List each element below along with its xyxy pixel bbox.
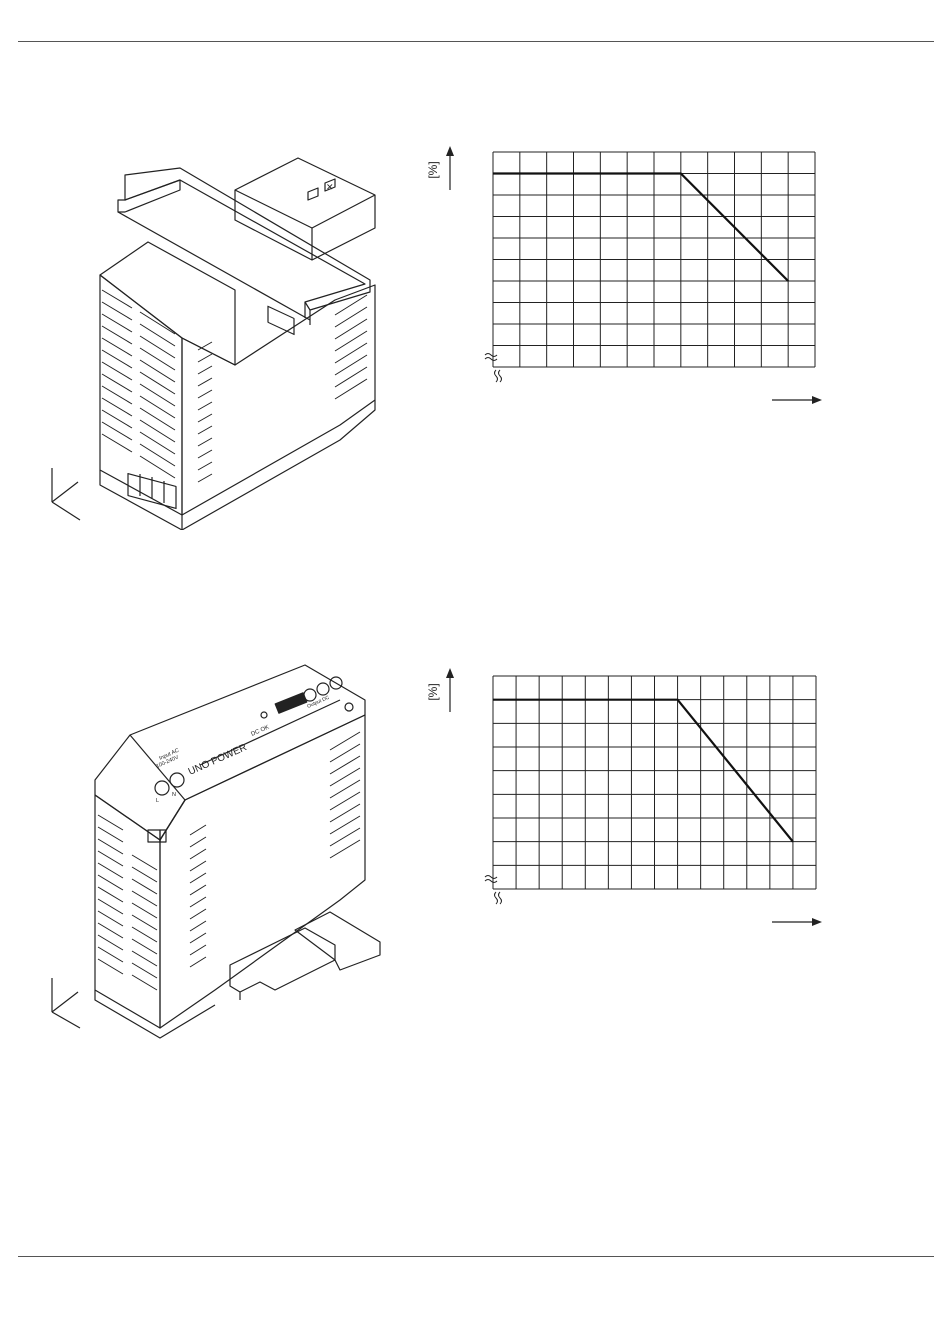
- x-axis-break-mark: [495, 892, 502, 904]
- derating-chart-2: [%]: [420, 662, 840, 942]
- y-axis-arrowhead: [446, 668, 454, 678]
- brand-logo: [275, 693, 307, 714]
- din-rail: [230, 912, 380, 1000]
- y-axis-break-mark: [485, 354, 497, 361]
- y-axis-label: [%]: [426, 683, 440, 700]
- y-axis-break-mark: [485, 876, 497, 883]
- dc-ok-led: [261, 712, 267, 718]
- header-rule: [18, 41, 934, 42]
- housing-front: [95, 715, 365, 1038]
- terminal-l-label: L: [156, 798, 159, 804]
- x-axis-break-mark: [495, 370, 502, 382]
- dc-ok-label: DC OK: [250, 725, 270, 738]
- terminal-n-label: N: [172, 792, 176, 798]
- derating-chart-1: [%]: [420, 140, 840, 420]
- derating-chart-svg-1: [%]: [420, 140, 840, 420]
- vent-slots-side: [198, 295, 367, 482]
- derating-curve: [493, 174, 788, 282]
- vent-slots-front: [102, 290, 175, 478]
- input-terminals: [148, 773, 184, 842]
- axis-indicator-bottom: [52, 978, 80, 1028]
- connector-mark: ✕: [326, 182, 334, 192]
- footer-rule: [18, 1256, 934, 1257]
- brand-label: UNO POWER: [187, 742, 249, 778]
- output-terminals: [261, 677, 353, 718]
- power-supply-drawing-top: ✕: [40, 150, 390, 535]
- power-supply-drawing-bottom: UNO POWER DC OK Input AC 100-240V L N Ou…: [40, 660, 390, 1045]
- terminal-block: [128, 474, 176, 509]
- x-axis-arrowhead: [812, 918, 822, 926]
- output-label: Output DC: [306, 695, 330, 710]
- axis-indicator-top: [52, 468, 80, 520]
- vent-slots-front: [98, 732, 360, 990]
- x-axis-arrowhead: [812, 396, 822, 404]
- y-axis-arrowhead: [446, 146, 454, 156]
- housing: [100, 242, 375, 530]
- derating-chart-svg-2: [%]: [420, 662, 840, 942]
- y-axis-label: [%]: [426, 161, 440, 178]
